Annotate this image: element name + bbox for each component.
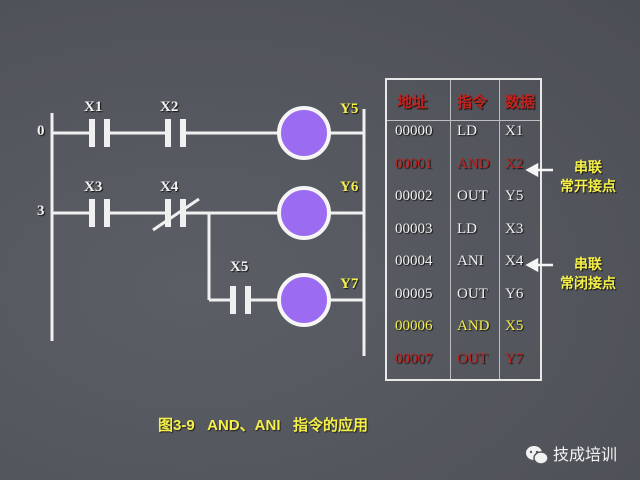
annotation-series-nc-contact: 串联 常闭接点	[553, 256, 623, 294]
table-cell-address: 00005	[395, 285, 433, 302]
column-divider	[499, 80, 500, 379]
table-cell-instruction: OUT	[457, 188, 488, 204]
table-cell-instruction: AND	[457, 155, 490, 172]
coil-label-y5: Y5	[340, 101, 359, 117]
table-cell-instruction: OUT	[457, 285, 488, 302]
table-cell-data: X5	[505, 318, 524, 334]
watermark-text: 技成培训	[553, 445, 618, 464]
table-cell-instruction: OUT	[457, 350, 488, 367]
table-cell-data: X3	[505, 220, 524, 237]
figure-caption: 图3-9 AND、ANI 指令的应用	[158, 417, 369, 434]
table-cell-address: 00002	[395, 188, 433, 204]
contact-label-x3: X3	[84, 179, 103, 195]
annotation-line1: 串联	[574, 257, 602, 273]
contact-x1	[89, 119, 110, 147]
annotation-line2: 常开接点	[560, 179, 616, 195]
contact-x5	[230, 286, 251, 314]
header-address: 地址	[397, 95, 428, 111]
column-divider	[450, 80, 451, 379]
table-cell-instruction: LD	[457, 220, 477, 237]
contact-label-x1: X1	[84, 99, 103, 115]
coil-y7	[277, 273, 331, 327]
table-cell-address: 00003	[395, 220, 433, 237]
coil-y6	[277, 186, 331, 240]
table-cell-address: 00000	[395, 123, 433, 139]
annotation-line2: 常闭接点	[560, 276, 616, 292]
table-cell-data: Y5	[505, 188, 524, 204]
contact-x4	[152, 197, 200, 232]
contact-label-x2: X2	[160, 99, 179, 115]
table-cell-data: X1	[505, 123, 524, 139]
coil-label-y6: Y6	[340, 179, 359, 195]
table-cell-instruction: ANI	[457, 253, 484, 269]
contact-label-x5: X5	[230, 259, 249, 275]
table-cell-address: 00004	[395, 253, 433, 269]
table-cell-data: Y6	[505, 285, 524, 302]
table-cell-address: 00001	[395, 155, 433, 172]
coil-y5	[277, 106, 331, 160]
header-data: 数据	[505, 95, 536, 111]
step-number-3: 3	[37, 203, 45, 219]
table-cell-address: 00007	[395, 350, 433, 367]
contact-x3	[89, 199, 110, 227]
table-cell-instruction: LD	[457, 123, 477, 139]
annotation-line1: 串联	[574, 160, 602, 176]
contact-x2	[165, 119, 186, 147]
header-instruction: 指令	[457, 95, 488, 111]
table-cell-instruction: AND	[457, 318, 490, 334]
header-divider	[387, 120, 540, 121]
contact-label-x4: X4	[160, 179, 179, 195]
step-number-0: 0	[37, 123, 45, 139]
coil-label-y7: Y7	[340, 276, 359, 292]
annotation-series-no-contact: 串联 常开接点	[553, 159, 623, 197]
table-cell-address: 00006	[395, 318, 433, 334]
table-cell-data: X2	[505, 155, 524, 172]
wechat-icon	[526, 446, 549, 465]
table-cell-data: Y7	[505, 350, 524, 367]
table-cell-data: X4	[505, 253, 524, 269]
